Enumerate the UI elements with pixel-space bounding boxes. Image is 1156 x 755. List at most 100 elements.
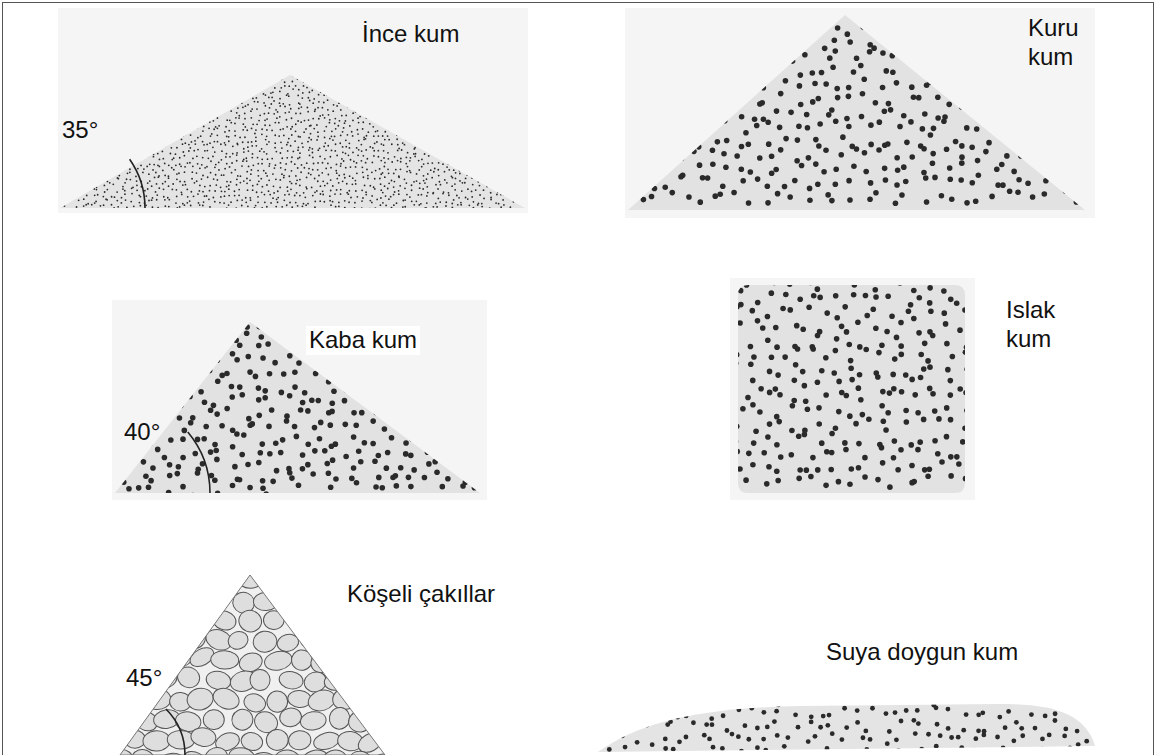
sand-grain bbox=[79, 171, 81, 173]
sand-grain bbox=[247, 94, 249, 96]
sand-grain bbox=[241, 102, 243, 104]
sand-grain bbox=[120, 169, 122, 171]
sand-grain bbox=[257, 101, 259, 103]
sand-grain bbox=[168, 185, 170, 187]
sand-grain bbox=[334, 150, 336, 152]
sand-grain bbox=[511, 194, 513, 196]
sand-grain bbox=[101, 152, 103, 154]
sand-grain bbox=[413, 181, 415, 183]
sand-grain bbox=[409, 112, 411, 114]
sand-grain bbox=[490, 90, 492, 92]
sand-grain bbox=[150, 105, 152, 107]
sand-grain bbox=[424, 145, 426, 147]
sand-grain bbox=[421, 166, 423, 168]
sand-grain bbox=[225, 126, 227, 128]
sand-grain bbox=[175, 202, 177, 204]
sand-grain bbox=[60, 73, 62, 75]
sand-grain bbox=[500, 83, 502, 85]
sand-grain bbox=[104, 84, 106, 86]
sand-grain bbox=[274, 167, 276, 169]
sand-grain bbox=[509, 124, 511, 126]
sand-grain bbox=[209, 142, 211, 144]
sand-grain bbox=[208, 98, 210, 100]
sand-grain bbox=[283, 175, 285, 177]
sand-grain bbox=[153, 118, 155, 120]
sand-grain bbox=[299, 157, 301, 159]
sand-grain bbox=[111, 196, 113, 198]
sand-grain bbox=[481, 157, 483, 159]
sand-grain bbox=[206, 150, 208, 152]
sand-grain bbox=[192, 158, 194, 160]
sand-grain bbox=[101, 103, 103, 105]
sand-grain bbox=[267, 78, 269, 80]
sand-grain bbox=[140, 138, 142, 140]
sand-grain bbox=[59, 83, 61, 85]
sand-grain bbox=[446, 182, 448, 184]
sand-grain bbox=[82, 82, 84, 84]
sand-grain bbox=[336, 172, 338, 174]
sand-grain bbox=[106, 181, 108, 183]
sand-grain bbox=[517, 73, 519, 75]
sand-grain bbox=[106, 189, 108, 191]
sand-grain bbox=[512, 142, 514, 144]
sand-grain bbox=[275, 164, 277, 166]
sand-grain bbox=[350, 159, 352, 161]
sand-grain bbox=[180, 76, 182, 78]
sand-grain bbox=[393, 173, 395, 175]
sand-grain bbox=[312, 156, 314, 158]
sand-grain bbox=[350, 197, 352, 199]
sand-grain bbox=[455, 178, 457, 180]
sand-grain bbox=[246, 129, 248, 131]
sand-grain bbox=[258, 82, 260, 84]
sand-grain bbox=[264, 124, 266, 126]
sand-grain bbox=[471, 196, 473, 198]
sand-grain bbox=[476, 97, 478, 99]
sand-grain bbox=[442, 78, 444, 80]
sand-grain bbox=[176, 173, 178, 175]
sand-grain bbox=[442, 144, 444, 146]
sand-grain bbox=[370, 97, 372, 99]
sand-grain bbox=[299, 195, 301, 197]
sand-grain bbox=[329, 138, 331, 140]
sand-grain bbox=[197, 163, 199, 165]
sand-grain bbox=[287, 141, 289, 143]
sand-grain bbox=[206, 195, 208, 197]
sand-grain bbox=[472, 184, 474, 186]
sand-grain bbox=[156, 194, 158, 196]
sand-grain bbox=[384, 176, 386, 178]
sand-grain bbox=[261, 158, 263, 160]
sand-grain bbox=[86, 167, 88, 169]
sand-grain bbox=[136, 153, 138, 155]
sand-grain bbox=[246, 178, 248, 180]
sand-grain bbox=[350, 76, 352, 78]
sand-grain bbox=[102, 90, 104, 92]
sand-grain bbox=[65, 111, 67, 113]
sand-grain bbox=[245, 197, 247, 199]
sand-grain bbox=[358, 122, 360, 124]
sand-grain bbox=[269, 107, 271, 109]
sand-grain bbox=[286, 119, 288, 121]
sand-grain bbox=[344, 122, 346, 124]
sand-grain bbox=[223, 72, 225, 74]
sand-grain bbox=[167, 197, 169, 199]
sand-grain bbox=[252, 153, 254, 155]
sand-grain bbox=[329, 156, 331, 158]
sand-grain bbox=[501, 167, 503, 169]
sand-grain bbox=[366, 168, 368, 170]
sand-grain bbox=[407, 166, 409, 168]
sand-grain bbox=[247, 189, 249, 191]
sand-grain bbox=[132, 116, 134, 118]
sand-grain bbox=[463, 83, 465, 85]
sand-grain bbox=[389, 117, 391, 119]
sand-grain bbox=[184, 126, 186, 128]
sand-grain bbox=[237, 100, 239, 102]
sand-grain bbox=[105, 123, 107, 125]
sand-grain bbox=[488, 144, 490, 146]
sand-grain bbox=[299, 179, 301, 181]
sand-grain bbox=[353, 92, 355, 94]
sand-grain bbox=[383, 144, 385, 146]
sand-grain bbox=[492, 186, 494, 188]
sand-grain bbox=[441, 156, 443, 158]
sand-grain bbox=[496, 153, 498, 155]
sand-grain bbox=[120, 134, 122, 136]
